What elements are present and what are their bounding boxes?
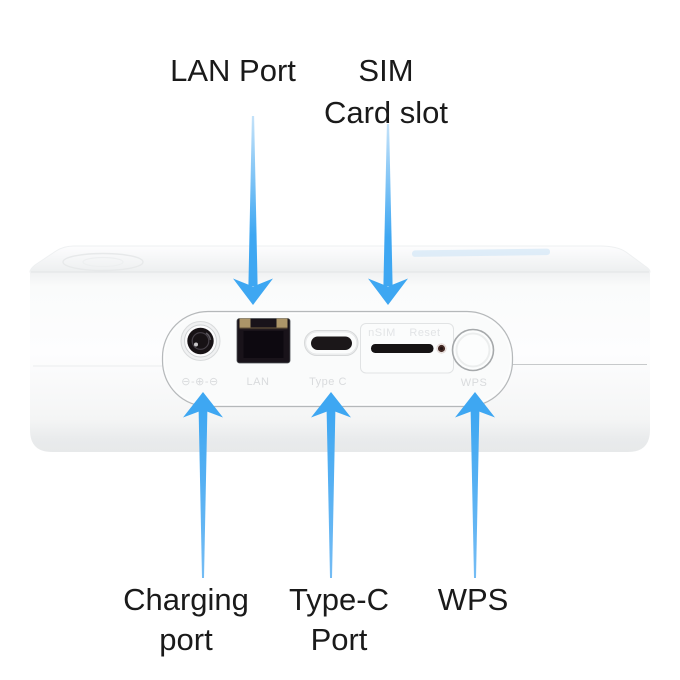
port-panel: nSIM Reset ⊖-⊕-⊖ LAN Type C WPS xyxy=(161,310,514,408)
charging-label-line1: Charging xyxy=(123,582,249,617)
sim-label-line1: SIM xyxy=(358,53,414,88)
charging-arrow-icon xyxy=(183,392,223,578)
type-c-port xyxy=(304,330,359,356)
wps-marking: WPS xyxy=(461,377,488,389)
wps-arrow-icon xyxy=(455,392,495,578)
type-c-label-line1: Type-C xyxy=(289,582,389,617)
type-c-arrow-icon xyxy=(311,392,351,578)
sim-plate-marking-left: nSIM xyxy=(368,327,396,339)
lan-ethernet-port xyxy=(236,318,291,364)
charging-port-label: Charging port xyxy=(123,580,249,660)
lan-port-label: LAN Port xyxy=(170,50,296,92)
type-c-marking: Type C xyxy=(309,376,347,388)
charging-jack xyxy=(180,321,221,361)
sim-card-slot: nSIM Reset xyxy=(360,323,454,374)
polarity-marking: ⊖-⊕-⊖ xyxy=(181,376,218,388)
lan-marking: LAN xyxy=(247,376,270,388)
lan-port-label-text: LAN Port xyxy=(170,53,296,88)
type-c-port-label: Type-C Port xyxy=(289,580,389,660)
top-face-sticker-edge xyxy=(411,248,550,257)
sim-plate-marking-right: Reset xyxy=(409,327,440,339)
sim-card-slot-label: SIM Card slot xyxy=(324,50,448,134)
top-face-circle-marking xyxy=(62,252,144,272)
sim-arrow-icon xyxy=(368,124,408,305)
wps-label: WPS xyxy=(438,580,509,620)
sim-slot-opening xyxy=(371,344,434,353)
reset-pinhole xyxy=(436,343,447,354)
sim-label-line2: Card slot xyxy=(323,95,449,130)
lan-arrow-icon xyxy=(233,116,273,305)
device-top-face xyxy=(29,245,651,273)
wps-label-text: WPS xyxy=(437,582,509,617)
wps-button xyxy=(451,328,495,372)
type-c-label-line2: Port xyxy=(310,622,368,657)
charging-label-line2: port xyxy=(159,622,213,657)
